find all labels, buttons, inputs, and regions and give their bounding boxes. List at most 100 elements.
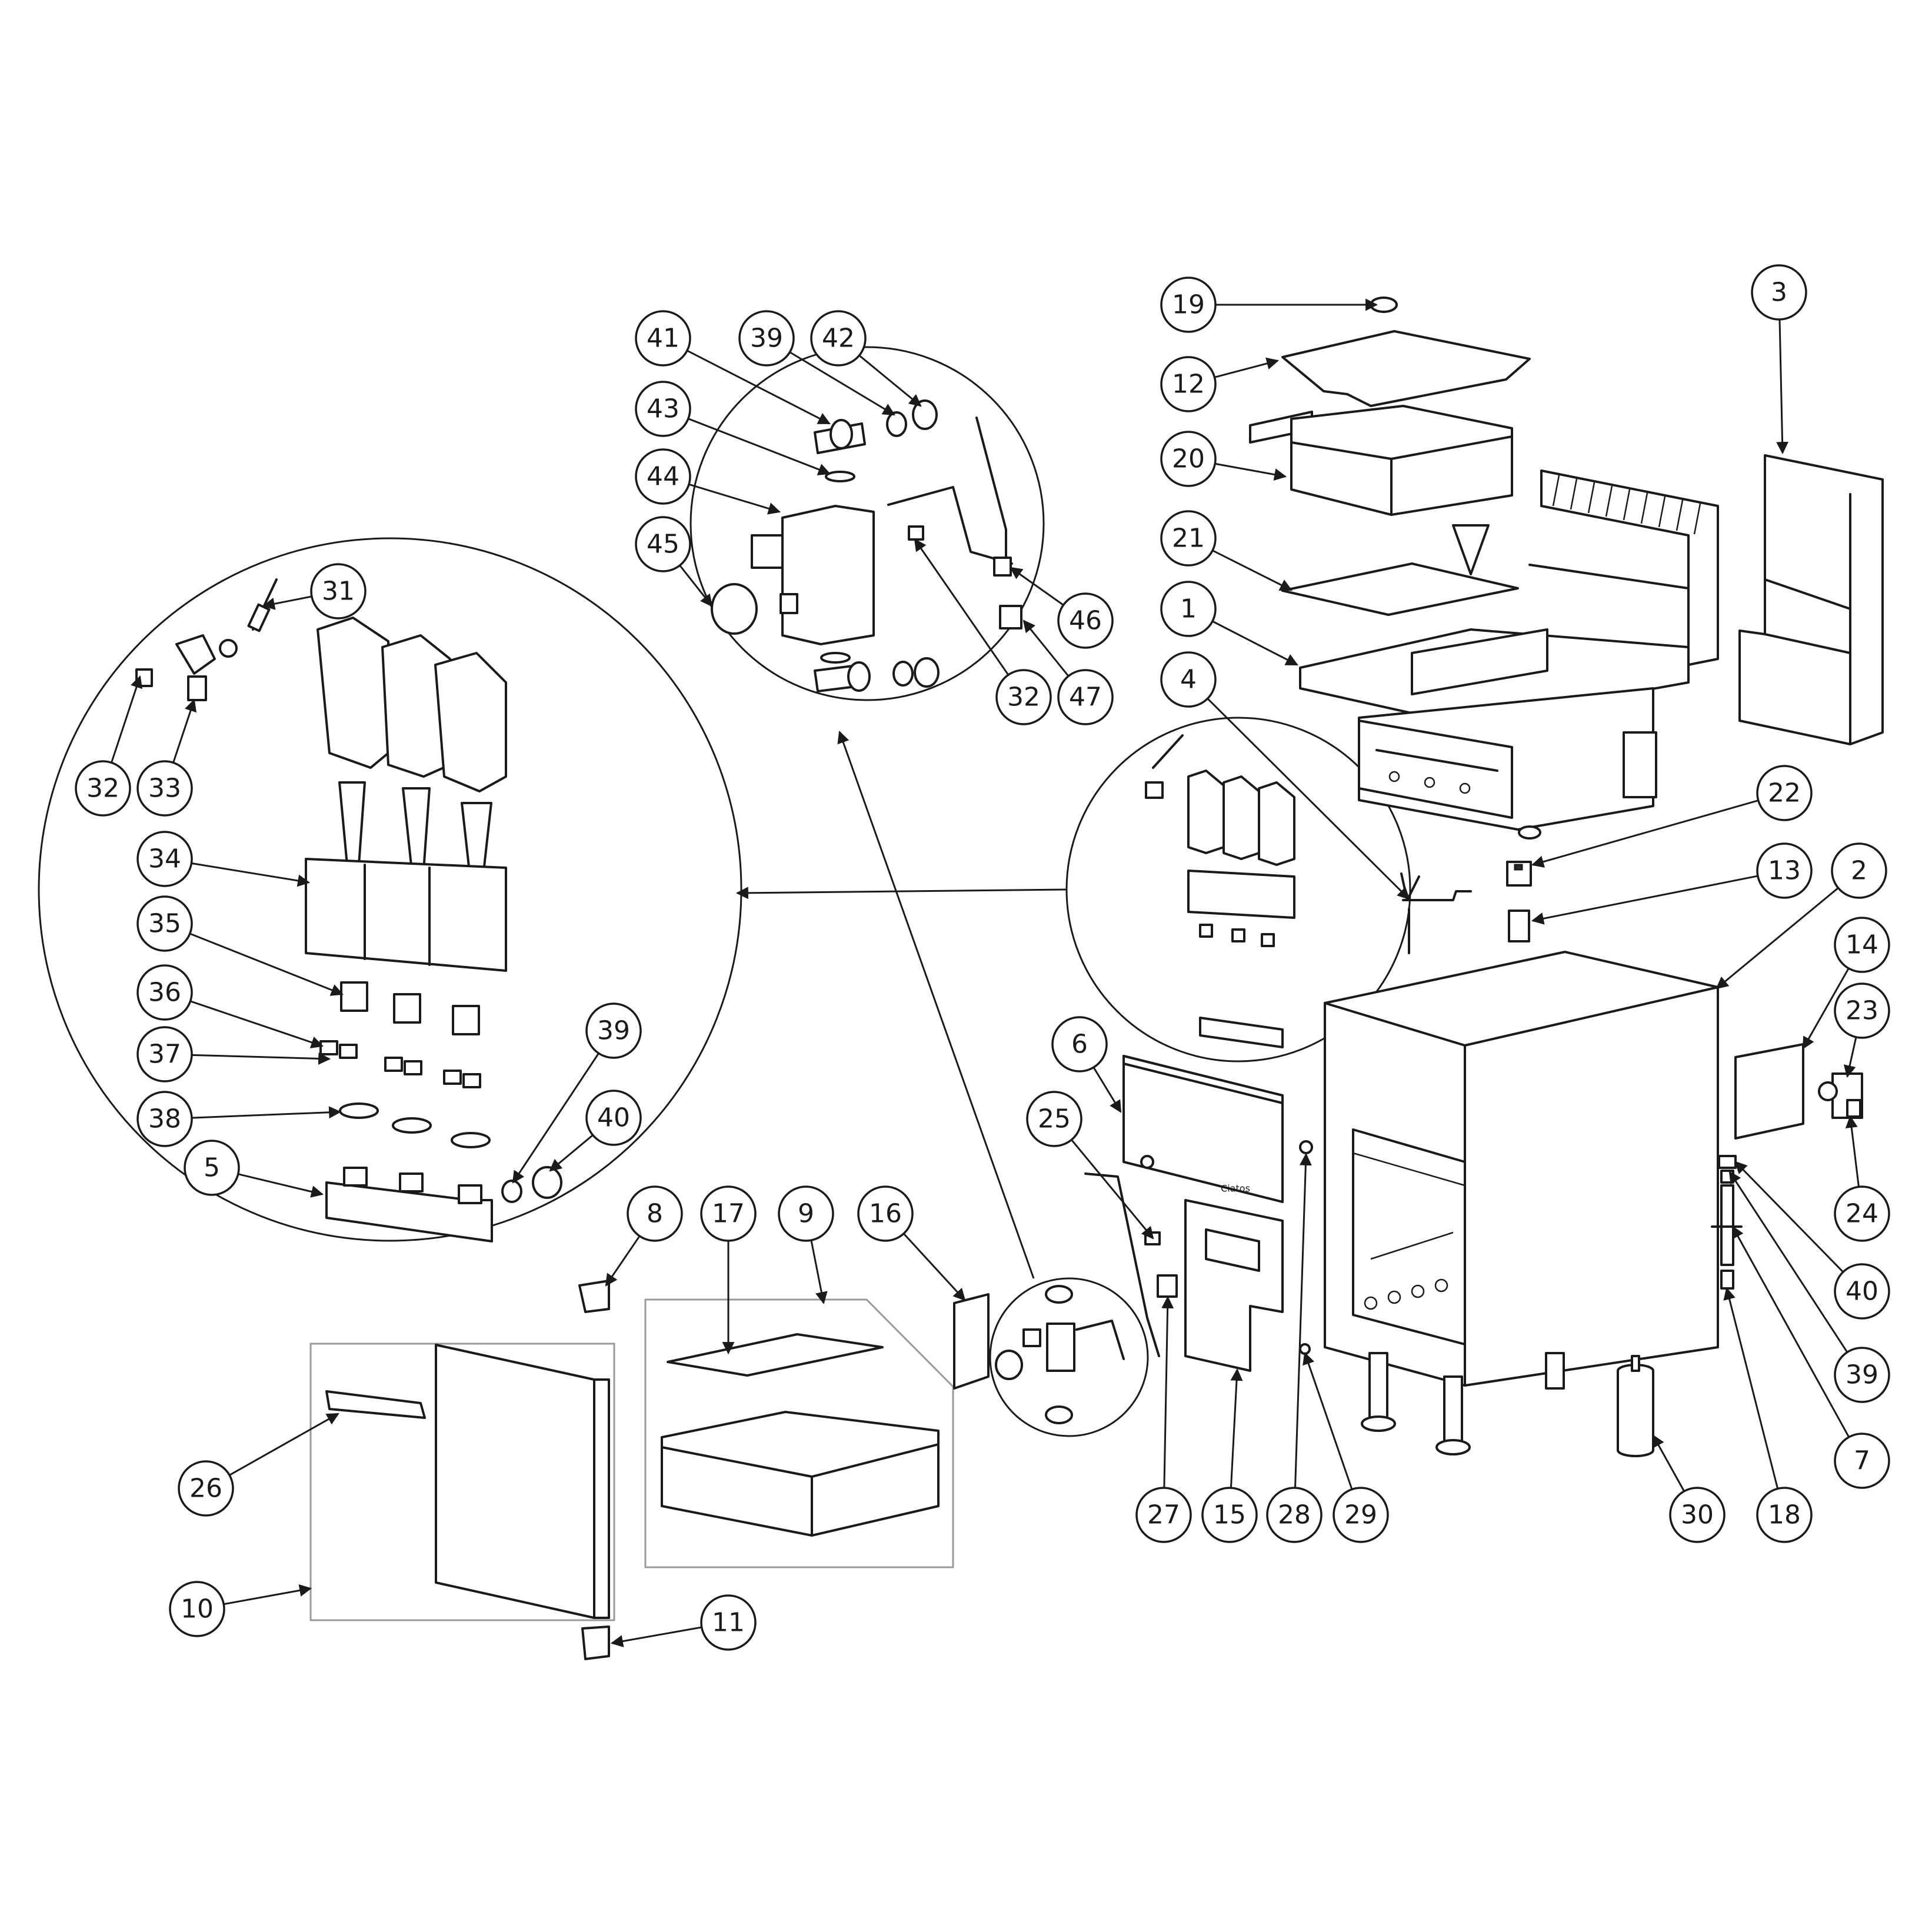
leader-line-24 bbox=[1845, 1115, 1860, 1187]
callout-1: 1 bbox=[1160, 581, 1217, 637]
callout-circle bbox=[1834, 917, 1890, 973]
leader-line-8 bbox=[605, 1235, 641, 1287]
callout-number: 11 bbox=[712, 1608, 745, 1638]
callout-circle bbox=[136, 895, 193, 952]
door-handle-part-26 bbox=[325, 1390, 426, 1419]
callout-number: 12 bbox=[1172, 369, 1205, 399]
leader-line-11 bbox=[610, 1626, 702, 1648]
callout-circle bbox=[136, 760, 193, 817]
callout-number: 35 bbox=[148, 909, 181, 939]
callout-number: 31 bbox=[322, 577, 355, 607]
leader-line-46 bbox=[1010, 567, 1064, 606]
callout-6: 6 bbox=[1051, 1016, 1108, 1072]
callout-circle bbox=[627, 1185, 683, 1242]
warning-triangle-icon bbox=[1452, 524, 1490, 575]
callout-circle bbox=[1834, 1185, 1890, 1242]
callout-number: 32 bbox=[86, 774, 119, 804]
callout-32: 32 bbox=[995, 669, 1052, 725]
callout-circle bbox=[810, 310, 867, 367]
callout-number: 29 bbox=[1344, 1500, 1377, 1530]
callout-9: 9 bbox=[778, 1185, 834, 1242]
callout-circle bbox=[1756, 1487, 1813, 1543]
leader-line-4 bbox=[1207, 698, 1410, 900]
callout-number: 10 bbox=[181, 1594, 214, 1624]
callout-45: 45 bbox=[635, 516, 691, 572]
leader-line-18 bbox=[1723, 1287, 1779, 1489]
leader-line-39 bbox=[1728, 1171, 1848, 1353]
callout-number: 32 bbox=[1007, 682, 1040, 712]
leader-line-44 bbox=[688, 483, 781, 515]
foot-part-30 bbox=[1617, 1355, 1654, 1457]
drawer-assembly-outline bbox=[644, 1298, 954, 1568]
callout-18: 18 bbox=[1756, 1487, 1813, 1543]
callout-number: 18 bbox=[1768, 1500, 1801, 1530]
callout-circle bbox=[1669, 1487, 1726, 1543]
leader-line-9 bbox=[810, 1240, 828, 1305]
callout-30: 30 bbox=[1669, 1487, 1726, 1543]
callout-circle bbox=[136, 964, 193, 1021]
drawer-tray-part-17 bbox=[667, 1333, 884, 1377]
leader-line-22 bbox=[1531, 800, 1759, 868]
callout-circle bbox=[1160, 277, 1217, 333]
callout-number: 43 bbox=[647, 394, 679, 424]
callout-number: 45 bbox=[647, 529, 679, 559]
leader-line-32 bbox=[111, 675, 143, 763]
valve-detail-circle-small bbox=[989, 1277, 1149, 1437]
callout-number: 6 bbox=[1071, 1030, 1088, 1060]
valve-detail-circle-large bbox=[689, 346, 1045, 701]
leader-line-35 bbox=[189, 932, 344, 996]
callout-number: 26 bbox=[189, 1474, 222, 1504]
callout-circle bbox=[738, 310, 795, 367]
callout-number: 20 bbox=[1172, 444, 1205, 474]
callout-number: 22 bbox=[1768, 778, 1801, 808]
callout-number: 1 bbox=[1180, 594, 1197, 624]
callout-circle bbox=[136, 1091, 193, 1147]
callout-circle bbox=[635, 381, 691, 437]
callout-37: 37 bbox=[136, 1026, 193, 1082]
callout-15: 15 bbox=[1201, 1487, 1258, 1543]
callout-3: 3 bbox=[1751, 264, 1807, 321]
leader-line-12 bbox=[1214, 357, 1280, 378]
bracket-part-23-24 bbox=[1818, 1072, 1863, 1119]
leader-line-21 bbox=[1212, 549, 1293, 591]
leader-line-1 bbox=[1212, 620, 1298, 666]
front-panel-part-6: Ciatos bbox=[1122, 1055, 1284, 1203]
callout-39: 39 bbox=[1834, 1347, 1890, 1403]
callout-circle bbox=[585, 1090, 642, 1146]
hinge-bracket-part-16 bbox=[953, 1293, 990, 1390]
callout-number: 39 bbox=[750, 324, 783, 354]
callout-circle bbox=[1160, 356, 1217, 412]
callout-number: 40 bbox=[597, 1103, 630, 1133]
leader-line-3 bbox=[1776, 319, 1789, 455]
callout-17: 17 bbox=[700, 1185, 757, 1242]
leader-line-38 bbox=[191, 1106, 342, 1119]
lid-part-12 bbox=[1281, 330, 1531, 407]
leader-lines bbox=[111, 298, 1860, 1648]
callout-circle bbox=[1266, 1487, 1323, 1543]
callout-number: 2 bbox=[1851, 856, 1867, 886]
leader-line-7 bbox=[1731, 1225, 1850, 1438]
leader-line-32 bbox=[914, 538, 1010, 675]
callout-number: 8 bbox=[647, 1199, 663, 1229]
callout-12: 12 bbox=[1160, 356, 1217, 412]
callout-16: 16 bbox=[857, 1185, 914, 1242]
callout-circle bbox=[1756, 765, 1813, 821]
leader-line-37 bbox=[191, 1052, 331, 1065]
leader-line-23 bbox=[1843, 1037, 1857, 1078]
leader-line-43 bbox=[688, 418, 831, 475]
door-assembly-outline bbox=[309, 1343, 615, 1621]
callout-number: 27 bbox=[1147, 1500, 1180, 1530]
callout-23: 23 bbox=[1834, 982, 1890, 1039]
screw-part-29 bbox=[1299, 1343, 1311, 1355]
callout-circle bbox=[1834, 1433, 1890, 1489]
callout-number: 37 bbox=[148, 1040, 181, 1070]
callout-circle bbox=[1026, 1091, 1082, 1147]
leader-line-10 bbox=[223, 1584, 312, 1605]
drain-valve-part-22 bbox=[1506, 861, 1532, 887]
callout-circle bbox=[778, 1185, 834, 1242]
callout-number: 19 bbox=[1172, 290, 1205, 320]
callout-number: 41 bbox=[647, 324, 679, 354]
fryer-main-assembly bbox=[1299, 469, 1719, 1455]
callout-circle bbox=[1051, 1016, 1108, 1072]
